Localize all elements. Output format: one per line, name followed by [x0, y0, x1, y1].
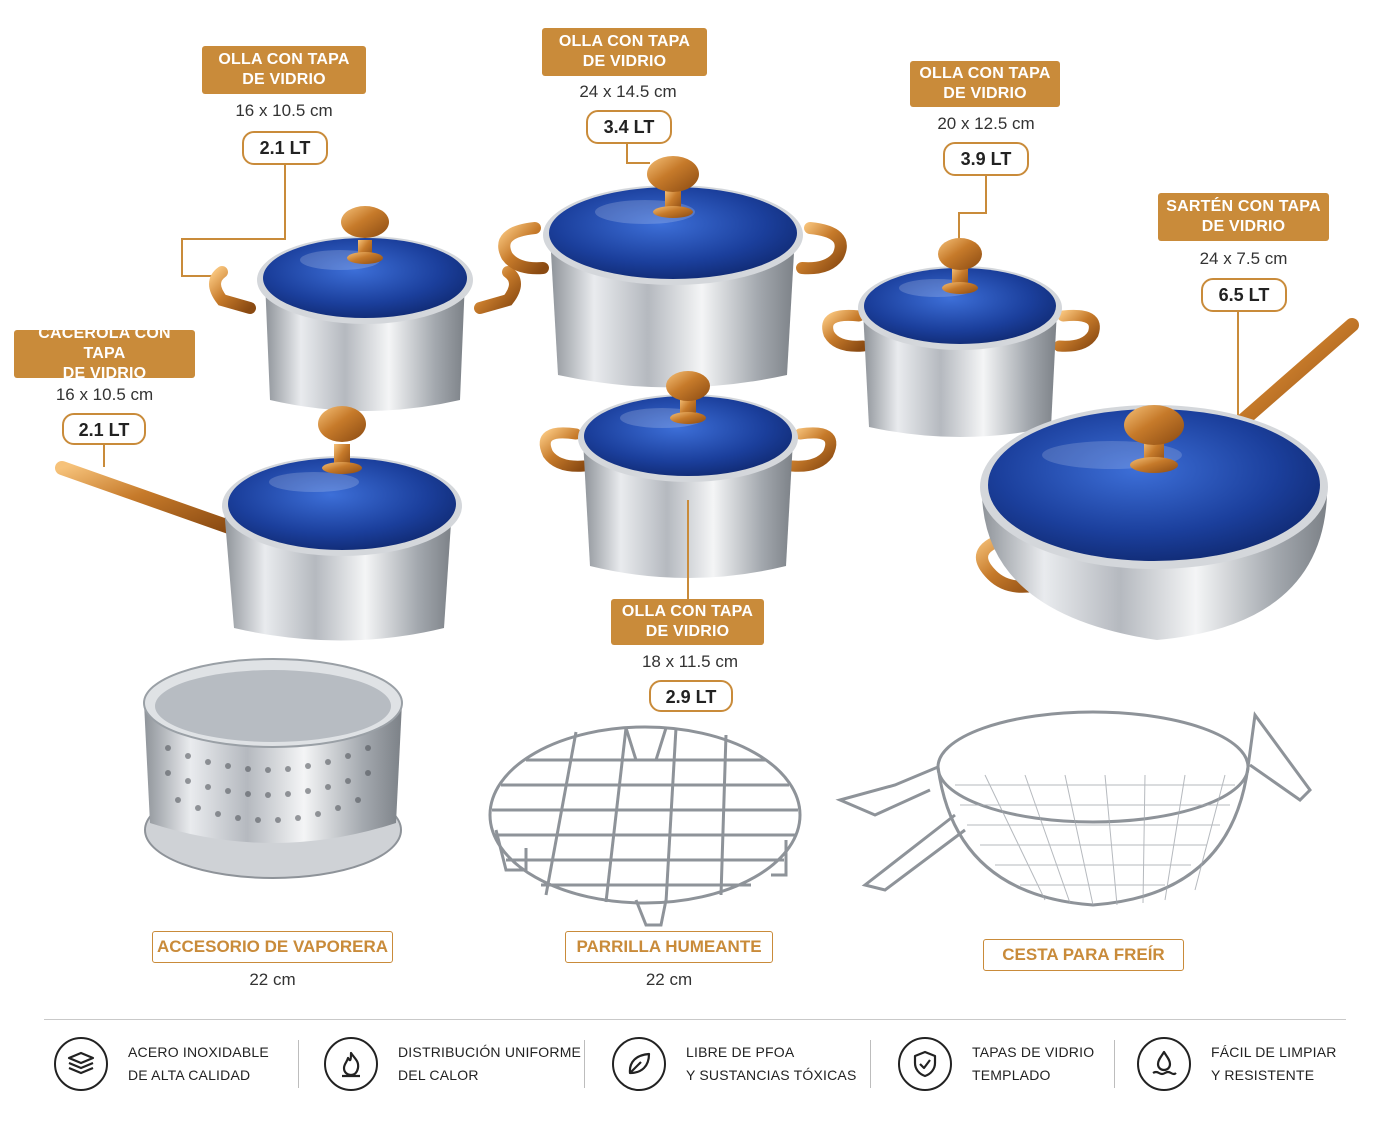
leaf-icon [612, 1037, 666, 1091]
pot-capacity-badge: 3.4 LT [586, 110, 672, 144]
flame-icon [324, 1037, 378, 1091]
feature-separator [298, 1040, 299, 1088]
pan-image [976, 318, 1359, 640]
accessory-dimensions: 22 cm [249, 970, 296, 989]
feature-separator [870, 1040, 871, 1088]
feature-line1: TAPAS DE VIDRIO [972, 1044, 1095, 1060]
feature-line1: ACERO INOXIDABLE [128, 1044, 269, 1060]
feature-item: DISTRIBUCIÓN UNIFORME DEL CALOR [324, 1036, 581, 1092]
feature-separator [584, 1040, 585, 1088]
pot-dimensions: 24 x 7.5 cm [1199, 249, 1288, 268]
feature-line2: Y RESISTENTE [1211, 1067, 1315, 1083]
feature-item: FÁCIL DE LIMPIAR Y RESISTENTE [1137, 1036, 1337, 1092]
pot-dimensions: 24 x 14.5 cm [579, 82, 677, 101]
leader-line [284, 165, 286, 240]
layers-icon [54, 1037, 108, 1091]
pot-image [55, 406, 462, 641]
pot-tag: OLLA CON TAPA DE VIDRIO [542, 28, 707, 76]
accessory-label: ACCESORIO DE VAPORERA [152, 931, 393, 963]
pot-tag: CACEROLA CON TAPA DE VIDRIO [14, 325, 195, 382]
pot-dimensions: 16 x 10.5 cm [55, 385, 154, 404]
leader-line [181, 275, 221, 277]
rack-image [488, 725, 802, 927]
leader-line [103, 445, 105, 467]
shield-check-icon [898, 1037, 952, 1091]
feature-line1: LIBRE DE PFOA [686, 1044, 795, 1060]
accessory-dimensions: 22 cm [645, 970, 693, 989]
water-drop-icon [1137, 1037, 1191, 1091]
feature-line2: Y SUSTANCIAS TÓXICAS [686, 1067, 857, 1083]
accessory-label: PARRILLA HUMEANTE [565, 931, 773, 963]
pot-capacity-badge: 6.5 LT [1201, 278, 1287, 312]
leader-line [181, 238, 285, 240]
basket-image [835, 710, 1312, 907]
pot-image [822, 238, 1100, 437]
leader-line [1237, 312, 1239, 427]
feature-item: TAPAS DE VIDRIO TEMPLADO [898, 1036, 1094, 1092]
feature-line1: FÁCIL DE LIMPIAR [1211, 1044, 1337, 1060]
feature-item: LIBRE DE PFOA Y SUSTANCIAS TÓXICAS [612, 1036, 857, 1092]
steamer-image [143, 658, 403, 879]
pot-capacity-badge: 2.1 LT [62, 413, 146, 445]
leader-line [626, 144, 628, 164]
leader-line [958, 212, 960, 240]
pot-tag: OLLA CON TAPA DE VIDRIO [611, 599, 764, 645]
pot-capacity-badge: 2.1 LT [242, 131, 328, 165]
feature-line2: DE ALTA CALIDAD [128, 1067, 251, 1083]
pot-tag: OLLA CON TAPA DE VIDRIO [910, 61, 1060, 107]
feature-line2: TEMPLADO [972, 1067, 1051, 1083]
feature-separator [1114, 1040, 1115, 1088]
leader-line [626, 162, 650, 164]
leader-line [985, 176, 987, 214]
pot-image [209, 206, 521, 411]
feature-line2: DEL CALOR [398, 1067, 479, 1083]
features-divider [44, 1019, 1346, 1020]
feature-item: ACERO INOXIDABLE DE ALTA CALIDAD [54, 1036, 269, 1092]
pot-tag: OLLA CON TAPA DE VIDRIO [202, 46, 366, 94]
pot-dimensions: 20 x 12.5 cm [937, 114, 1035, 133]
pot-dimensions: 16 x 10.5 cm [235, 101, 333, 120]
pot-tag: SARTÉN CON TAPA DE VIDRIO [1158, 193, 1329, 241]
pot-capacity-badge: 2.9 LT [649, 680, 733, 712]
leader-line [958, 212, 987, 214]
pot-capacity-badge: 3.9 LT [943, 142, 1029, 176]
feature-line1: DISTRIBUCIÓN UNIFORME [398, 1044, 582, 1060]
accessory-label: CESTA PARA FREÍR [983, 939, 1184, 971]
pot-image [498, 156, 847, 388]
leader-line [687, 500, 689, 600]
pot-dimensions: 18 x 11.5 cm [641, 652, 739, 671]
leader-line [181, 238, 183, 276]
